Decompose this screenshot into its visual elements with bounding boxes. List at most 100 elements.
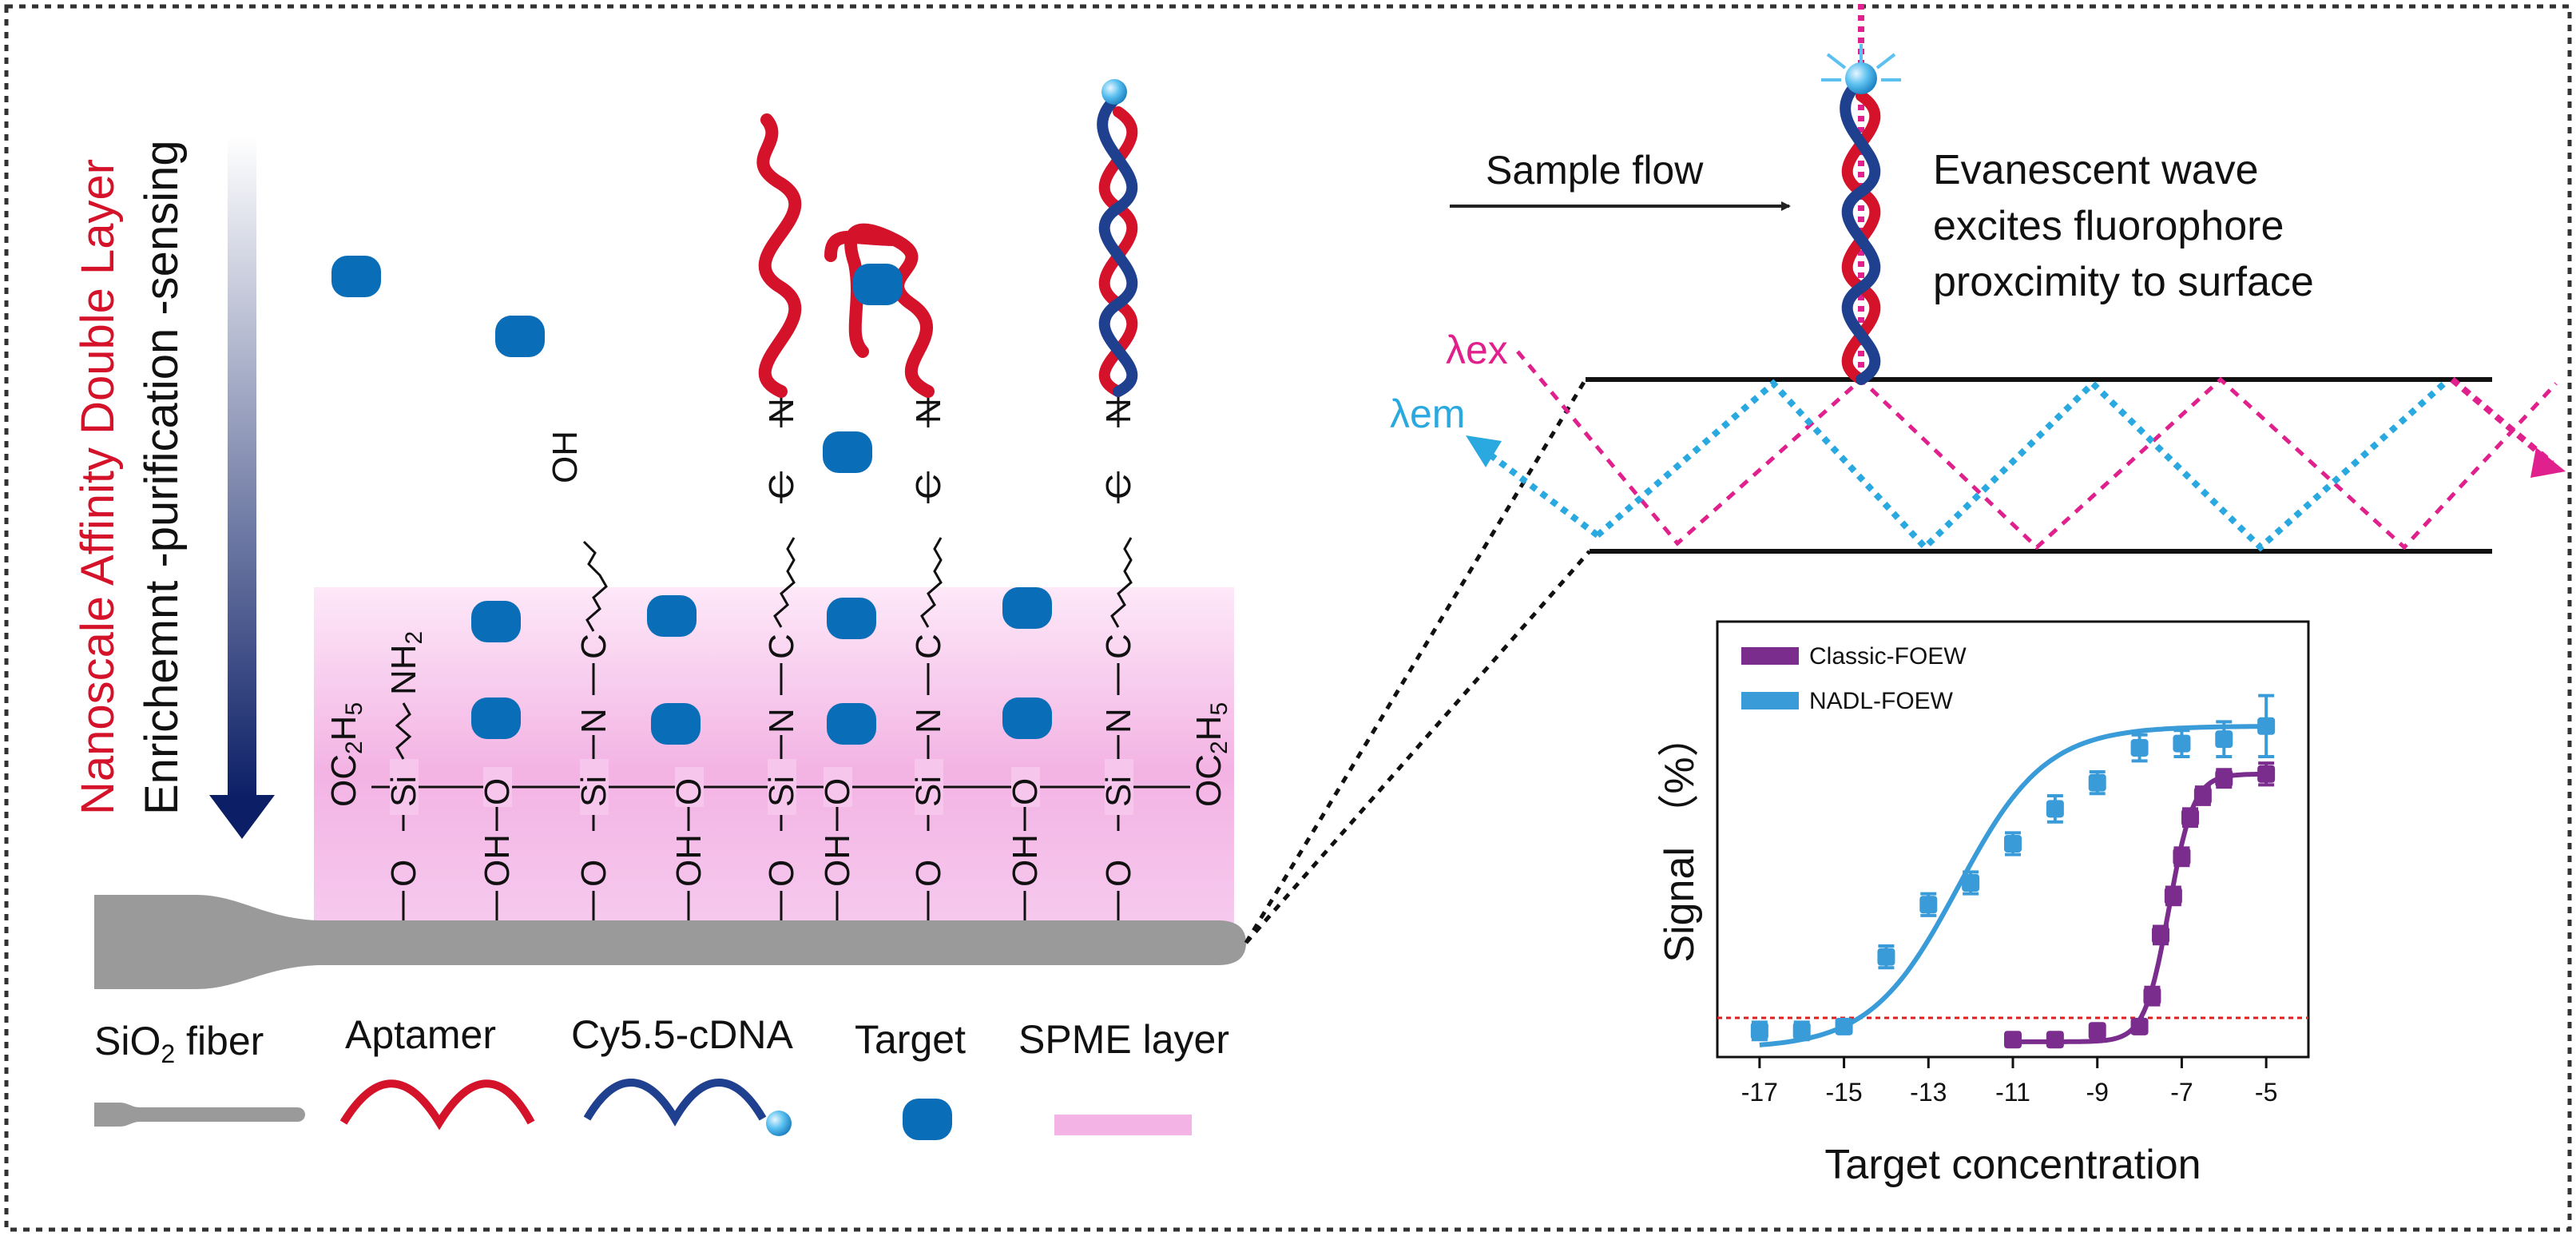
label-oh: OH <box>669 834 708 887</box>
label-n: N <box>909 398 948 423</box>
amine-linker: NH2 <box>384 631 427 760</box>
legend-cdna-icon <box>583 1079 767 1127</box>
legend-classic-label: Classic-FOEW <box>1809 643 1967 670</box>
legend-nadl-swatch <box>1741 692 1799 709</box>
title-nadl: Nanoscale Affinity Double Layer <box>72 159 124 815</box>
linker-chains <box>582 395 1133 759</box>
data-point <box>2130 1017 2149 1035</box>
label-o: O <box>574 860 613 887</box>
label-si: Si <box>909 776 948 807</box>
right-scheme: λex λem Sample flow Evanescent wave exci… <box>1244 4 2566 944</box>
data-point <box>2215 730 2233 749</box>
data-point <box>1750 1022 1768 1040</box>
data-point <box>2130 739 2149 757</box>
label-c: C <box>1099 474 1138 499</box>
excitation-arrowhead <box>2530 447 2566 478</box>
lambda-ex-label: λex <box>1446 328 1508 372</box>
label-n: N <box>909 708 948 733</box>
data-point <box>2193 787 2212 805</box>
zoom-line <box>1244 378 1588 944</box>
surface-hydroxyls: O OH O OH O OH O OH O <box>384 834 1138 887</box>
legend-classic-swatch <box>1741 647 1799 665</box>
fluorophore-bead <box>1101 79 1127 105</box>
label-n: N <box>1099 398 1138 423</box>
data-point <box>2181 809 2199 827</box>
excitation-path <box>1516 350 2558 550</box>
fluorophore-glow <box>1821 44 1901 81</box>
target-molecule <box>651 703 701 745</box>
evanescent-line3: proxcimity to surface <box>1933 259 2314 305</box>
data-point <box>2088 1022 2106 1040</box>
data-point <box>2004 1031 2022 1049</box>
data-point <box>2257 717 2276 735</box>
legend-spme-icon <box>1054 1115 1192 1135</box>
label-oh: OH <box>818 834 857 887</box>
label-n: N <box>1099 708 1138 733</box>
data-point <box>2215 769 2233 788</box>
data-point <box>1919 896 1938 914</box>
data-point <box>1835 1017 1853 1035</box>
label-oh: OH <box>546 431 585 483</box>
target-molecule <box>827 598 876 639</box>
label-o: O <box>818 778 857 805</box>
label-c: C <box>762 474 801 499</box>
label-si: Si <box>574 776 613 807</box>
legend-fiber-label: SiO2 fiber <box>94 1019 264 1068</box>
label-c: C <box>1099 634 1138 659</box>
label-n: N <box>762 398 801 423</box>
x-tick-label: -11 <box>1995 1078 2030 1107</box>
label-si: Si <box>762 776 801 807</box>
data-point <box>1962 874 1980 892</box>
target-molecule <box>823 431 872 473</box>
label-c: C <box>574 634 613 659</box>
evanescent-line1: Evanescent wave <box>1933 147 2259 193</box>
legend-row: SiO2 fiber Aptamer Cy5.5-cDNA Target SPM… <box>94 1012 1229 1140</box>
ethoxy-right: OC2H5 <box>1189 702 1232 807</box>
label-o: O <box>1099 860 1138 887</box>
outer-frame <box>4 4 2572 1232</box>
x-tick-label: -15 <box>1825 1078 1862 1107</box>
silica-fiber <box>94 895 1246 989</box>
data-point <box>2088 773 2106 792</box>
label-oh: OH <box>478 834 517 887</box>
zoom-line <box>1244 550 1591 944</box>
label-o: O <box>384 860 423 887</box>
target-molecule <box>471 601 521 642</box>
legend-fiber-icon <box>94 1103 305 1127</box>
legend-spme-label: SPME layer <box>1018 1017 1229 1062</box>
svg-text:OC2H5: OC2H5 <box>324 702 367 807</box>
aptamer-folded <box>824 223 935 398</box>
label-o: O <box>909 860 948 887</box>
data-point <box>2046 1031 2064 1049</box>
x-tick-label: -7 <box>2170 1078 2193 1107</box>
target-molecule <box>471 697 521 739</box>
label-c: C <box>909 634 948 659</box>
x-tick-label: -5 <box>2255 1078 2277 1107</box>
label-c: C <box>762 634 801 659</box>
surface-duplex <box>1821 44 1901 385</box>
label-o: O <box>1006 778 1045 805</box>
label-o: O <box>669 778 708 805</box>
legend-cdna-label: Cy5.5-cDNA <box>571 1012 793 1057</box>
legend-aptamer-label: Aptamer <box>345 1012 496 1057</box>
chart-points <box>1750 694 2276 1049</box>
legend-fluorophore-icon <box>766 1111 792 1136</box>
targets <box>331 256 1052 745</box>
svg-text:OC2H5: OC2H5 <box>1189 702 1232 807</box>
chart-ylabel: Signal （%） <box>1657 715 1703 962</box>
label-si: Si <box>384 776 423 807</box>
legend-nadl-label: NADL-FOEW <box>1809 688 1954 714</box>
x-tick-label: -17 <box>1741 1078 1778 1107</box>
data-point <box>2004 834 2022 852</box>
target-molecule <box>495 316 545 357</box>
title-subtitle: Enrichemnt -purification -sensing <box>136 140 188 815</box>
left-scheme: Nanoscale Affinity Double Layer Enrichem… <box>72 79 1246 989</box>
data-point <box>1792 1022 1811 1040</box>
data-point <box>1877 948 1895 966</box>
emission-exit <box>1483 448 1600 539</box>
legend-aptamer-icon <box>339 1079 535 1131</box>
target-molecule <box>1002 697 1052 739</box>
svg-text:NH2: NH2 <box>384 631 427 695</box>
target-molecule <box>647 595 697 637</box>
label-c: C <box>909 474 948 499</box>
